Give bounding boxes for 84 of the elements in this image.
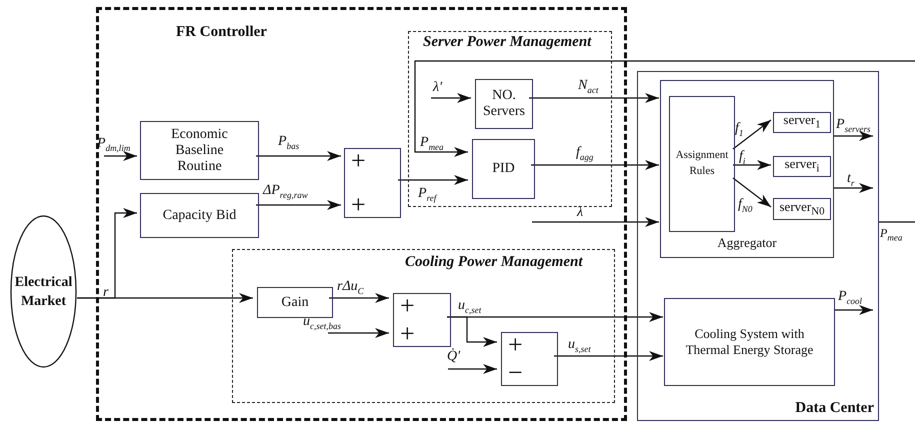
arrow bbox=[529, 93, 659, 103]
arrow bbox=[77, 293, 253, 303]
process-block bbox=[257, 287, 333, 318]
edge-label: Q̇′ bbox=[447, 350, 460, 364]
node-label: Cooling System with Thermal Energy Storage bbox=[684, 326, 814, 358]
arrow bbox=[329, 293, 389, 303]
group-title: Cooling Power Management bbox=[405, 254, 583, 271]
process-block bbox=[773, 198, 831, 220]
process-block bbox=[475, 79, 533, 129]
summing-block bbox=[393, 293, 451, 347]
arrow bbox=[256, 200, 341, 210]
arrow bbox=[554, 351, 663, 361]
node-label: server$_{i}$ bbox=[784, 156, 820, 177]
edge-label: u$_{c,set,bas}$ bbox=[303, 315, 341, 333]
group-frame bbox=[408, 31, 612, 207]
edge-label: f$_{1}$ bbox=[735, 122, 744, 140]
process-block bbox=[140, 121, 259, 180]
arrow bbox=[431, 93, 471, 103]
edge-label: u$_{s,set}$ bbox=[568, 338, 591, 356]
arrow bbox=[447, 316, 497, 347]
sign-symbol: + bbox=[351, 192, 366, 218]
edge-label: ΔP$_{reg,raw}$ bbox=[263, 184, 308, 202]
sign-symbol: + bbox=[400, 293, 415, 319]
arrow bbox=[328, 328, 389, 338]
edge-label: t$_{r}$ bbox=[847, 172, 854, 190]
sign-symbol: + bbox=[351, 148, 366, 174]
arrow bbox=[833, 131, 873, 141]
arrow bbox=[398, 175, 468, 185]
edge-label: λ bbox=[577, 206, 584, 220]
edge-label: N$_{act}$ bbox=[578, 79, 598, 97]
market-ellipse bbox=[10, 215, 77, 368]
group-frame bbox=[96, 7, 627, 421]
node-label: server$_{1}$ bbox=[783, 112, 821, 133]
arrow bbox=[104, 151, 137, 161]
process-block bbox=[773, 156, 831, 177]
edge-label: P$_{mea}$ bbox=[420, 136, 444, 154]
summing-block bbox=[501, 332, 558, 386]
arrow bbox=[732, 178, 772, 208]
arrow bbox=[732, 120, 772, 150]
arrow bbox=[532, 217, 659, 227]
sign-symbol: − bbox=[508, 360, 523, 386]
arrow bbox=[256, 151, 341, 161]
arrow bbox=[448, 364, 497, 374]
group-title: FR Controller bbox=[176, 24, 267, 41]
node-label: Assignment Rules bbox=[674, 148, 730, 179]
edge-label: f$_{i}$ bbox=[739, 150, 746, 168]
edge-label: f$_{N0}$ bbox=[738, 198, 752, 216]
arrow bbox=[834, 305, 873, 315]
summing-block bbox=[344, 148, 401, 218]
edge-label: r bbox=[103, 286, 108, 300]
node-label: Capacity Bid bbox=[162, 208, 236, 224]
node-label: Economic Baseline Routine bbox=[170, 126, 229, 174]
edge-label: P$_{ref}$ bbox=[418, 187, 436, 205]
edge-label: rΔu$_{C}$ bbox=[337, 280, 364, 298]
edge-label: λ′ bbox=[433, 81, 442, 95]
process-block bbox=[669, 96, 735, 232]
connector-line bbox=[879, 221, 915, 223]
node-label: server$_{N0}$ bbox=[780, 198, 824, 220]
process-block bbox=[773, 112, 831, 133]
edge-label: P$_{cool}$ bbox=[838, 290, 862, 308]
node-label: PID bbox=[492, 161, 515, 177]
edge-label: P$_{mea}$ bbox=[880, 226, 902, 244]
group-title: Data Center bbox=[795, 400, 874, 417]
arrow bbox=[833, 183, 873, 193]
sign-symbol: + bbox=[508, 332, 523, 358]
node-label: NO. Servers bbox=[482, 88, 526, 120]
arrow bbox=[733, 160, 771, 170]
system-frame bbox=[637, 71, 879, 421]
node-label: Electrical Market bbox=[14, 274, 74, 310]
process-block bbox=[472, 139, 535, 199]
process-block bbox=[140, 193, 259, 238]
process-block bbox=[664, 298, 835, 386]
arrow bbox=[414, 60, 915, 157]
group-title: Aggregator bbox=[716, 235, 778, 251]
group-title: Server Power Management bbox=[423, 34, 592, 51]
aggregator-frame bbox=[660, 80, 834, 258]
sign-symbol: + bbox=[400, 321, 415, 347]
group-frame bbox=[232, 249, 615, 403]
edge-label: P$_{servers}$ bbox=[836, 118, 871, 136]
node-label: Gain bbox=[281, 294, 309, 310]
edge-label: u$_{c,set}$ bbox=[458, 299, 482, 317]
arrow bbox=[531, 160, 659, 170]
edge-label: f$_{agg}$ bbox=[576, 146, 594, 164]
edge-label: P$_{bas}$ bbox=[278, 135, 300, 153]
